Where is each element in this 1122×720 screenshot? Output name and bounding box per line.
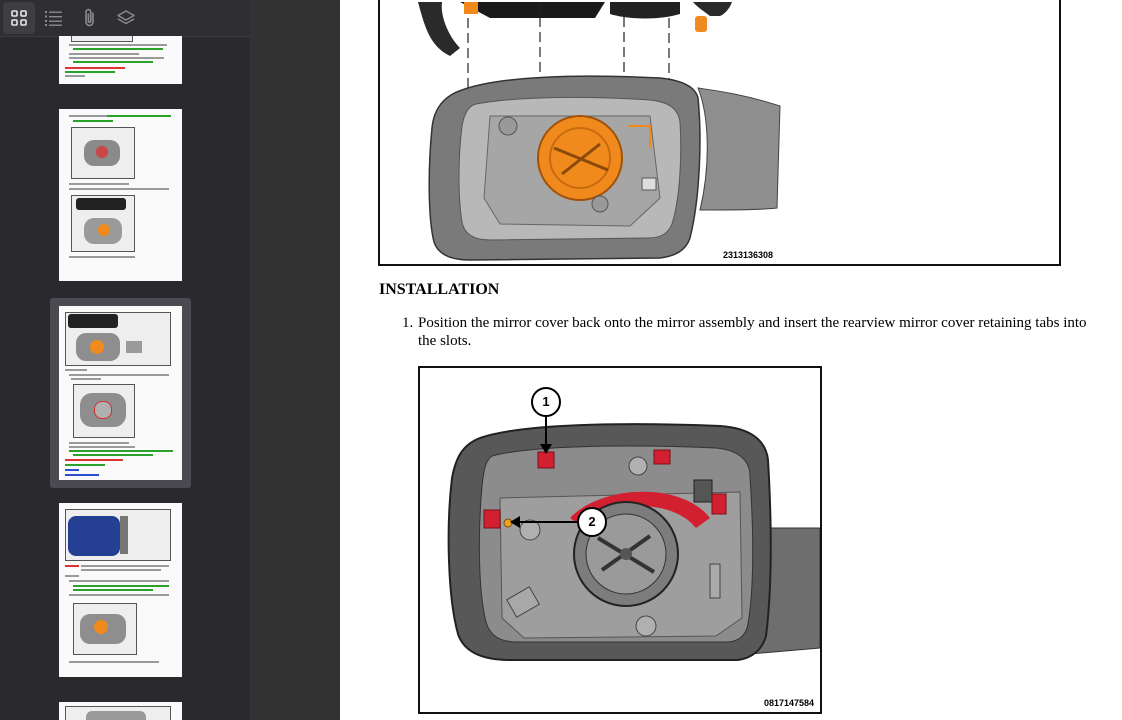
thumbnails-button[interactable] [3,2,35,34]
page-thumbnail [59,36,182,84]
layers-icon [117,10,135,25]
outline-icon [45,11,62,26]
thumbnail-page-5[interactable] [50,700,191,720]
page-thumbnail [59,503,182,677]
thumbnail-page-4[interactable] [50,501,191,679]
callout-1: 1 [542,394,550,409]
figure-top-code: 2313136308 [722,250,773,260]
thumbnail-page-2[interactable] [50,107,191,283]
figure-mirror-cover-installation: 1 2 0817147584 [418,366,822,714]
step-text: Position the mirror cover back onto the … [418,315,1087,349]
document-page: 2313136308 INSTALLATION 1. Position the … [340,0,1122,720]
thumbnails-icon [11,10,27,26]
page-thumbnail [59,306,182,480]
callout-2: 2 [588,514,596,529]
viewer-background [250,0,340,720]
thumbnail-page-1[interactable] [50,36,191,86]
step-number: 1. [402,315,414,331]
figure-bottom-code: 0817147584 [763,698,814,708]
sidebar-toolbar [0,0,250,37]
attachments-button[interactable] [74,2,106,34]
attachments-icon [85,8,94,27]
figure-mirror-cover-removal: 2313136308 [378,0,1061,266]
section-heading: INSTALLATION [379,281,500,298]
outline-button[interactable] [38,2,70,34]
page-thumbnail [59,702,182,720]
mirror-exploded-illustration [418,2,781,261]
layers-button[interactable] [110,2,142,34]
mirror-installation-illustration [447,387,820,661]
thumbnail-page-3[interactable] [50,298,191,488]
page-thumbnail [59,109,182,281]
thumbnail-sidebar [0,0,251,720]
step-1: 1. Position the mirror cover back onto t… [402,314,1092,350]
